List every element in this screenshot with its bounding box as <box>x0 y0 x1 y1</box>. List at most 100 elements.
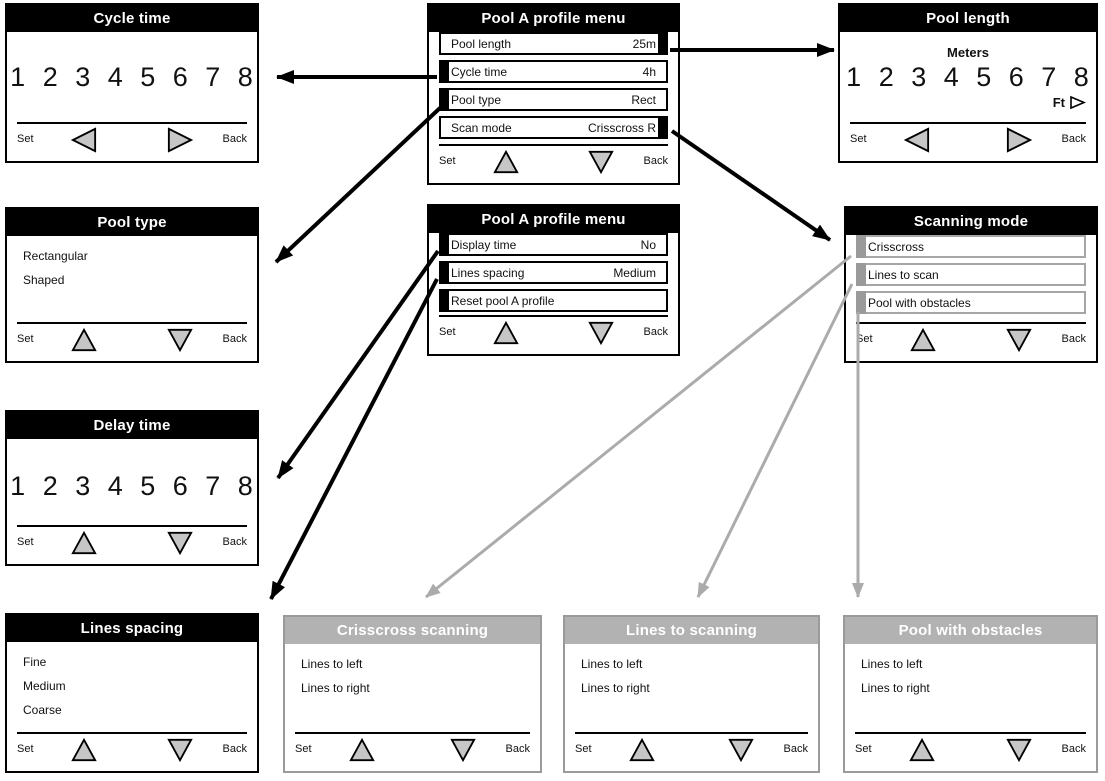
right-triangle-button[interactable] <box>165 127 195 153</box>
arrow-to-delay-time <box>276 249 440 480</box>
pool-type-screen: Pool type Rectangular Shaped Set Back <box>5 207 259 363</box>
up-triangle-button[interactable] <box>69 327 99 353</box>
profile-menu-page2-screen: Pool A profile menu Display time No Line… <box>427 204 680 356</box>
option-lines-to-left[interactable]: Lines to left <box>581 657 643 671</box>
pool-length-screen: Pool length Meters 1 2 3 4 5 6 7 8 Ft Se… <box>838 3 1098 163</box>
footer-bar: Set Back <box>17 525 247 557</box>
menu-item-pool-length[interactable]: Pool length 25m <box>439 32 668 55</box>
crisscross-scanning-screen: Crisscross scanning Lines to left Lines … <box>283 615 542 773</box>
panel-title: Pool length <box>926 10 1010 27</box>
down-triangle-button[interactable] <box>165 737 195 763</box>
back-button[interactable]: Back <box>1061 133 1086 145</box>
up-triangle-button[interactable] <box>347 737 377 763</box>
connector-tab <box>856 291 866 314</box>
lines-to-scanning-screen: Lines to scanning Lines to left Lines to… <box>563 615 820 773</box>
panel-title-bar: Pool with obstacles <box>845 617 1096 644</box>
set-button[interactable]: Set <box>295 743 312 755</box>
back-button[interactable]: Back <box>222 333 247 345</box>
menu-item-value: No <box>640 237 656 252</box>
set-button[interactable]: Set <box>17 743 34 755</box>
menu-item-crisscross[interactable]: Crisscross <box>856 235 1086 258</box>
set-button[interactable]: Set <box>855 743 872 755</box>
set-button[interactable]: Set <box>575 743 592 755</box>
panel-title: Pool type <box>97 214 167 231</box>
set-button[interactable]: Set <box>439 326 456 338</box>
option-lines-to-right[interactable]: Lines to right <box>581 681 650 695</box>
menu-item-lines-to-scan[interactable]: Lines to scan <box>856 263 1086 286</box>
back-button[interactable]: Back <box>1061 743 1086 755</box>
connector-tab <box>439 233 449 256</box>
up-triangle-button[interactable] <box>491 149 521 175</box>
delay-time-digit-scale[interactable]: 1 2 3 4 5 6 7 8 <box>10 471 254 501</box>
cycle-time-digit-scale[interactable]: 1 2 3 4 5 6 7 8 <box>10 62 254 92</box>
left-triangle-button[interactable] <box>69 127 99 153</box>
panel-title: Pool A profile menu <box>481 10 626 27</box>
panel-title: Cycle time <box>93 10 171 27</box>
menu-item-pool-type[interactable]: Pool type Rect <box>439 88 668 111</box>
up-triangle-button[interactable] <box>907 737 937 763</box>
footer-divider <box>17 122 247 124</box>
option-lines-to-left[interactable]: Lines to left <box>861 657 923 671</box>
back-button[interactable]: Back <box>783 743 808 755</box>
menu-item-pool-with-obstacles[interactable]: Pool with obstacles <box>856 291 1086 314</box>
down-triangle-button[interactable] <box>586 320 616 346</box>
set-button[interactable]: Set <box>17 133 34 145</box>
option-lines-to-left[interactable]: Lines to left <box>301 657 363 671</box>
connector-tab <box>658 116 668 139</box>
menu-item-display-time[interactable]: Display time No <box>439 233 668 256</box>
down-triangle-button[interactable] <box>165 327 195 353</box>
option-coarse[interactable]: Coarse <box>23 703 62 717</box>
down-triangle-button[interactable] <box>1004 737 1034 763</box>
connector-tab <box>439 261 449 284</box>
feet-toggle-arrow-icon[interactable] <box>1069 95 1086 110</box>
set-button[interactable]: Set <box>439 155 456 167</box>
up-triangle-button[interactable] <box>627 737 657 763</box>
menu-item-lines-spacing[interactable]: Lines spacing Medium <box>439 261 668 284</box>
back-button[interactable]: Back <box>222 536 247 548</box>
connector-tab <box>439 88 449 111</box>
up-triangle-button[interactable] <box>491 320 521 346</box>
menu-item-value: Medium <box>613 265 656 280</box>
panel-title-bar: Lines to scanning <box>565 617 818 644</box>
up-triangle-button[interactable] <box>69 737 99 763</box>
menu-item-cycle-time[interactable]: Cycle time 4h <box>439 60 668 83</box>
back-button[interactable]: Back <box>505 743 530 755</box>
menu-item-label: Cycle time <box>451 64 508 79</box>
panel-title-bar: Lines spacing <box>7 615 257 642</box>
option-medium[interactable]: Medium <box>23 679 66 693</box>
option-shaped[interactable]: Shaped <box>23 273 65 287</box>
back-button[interactable]: Back <box>643 326 668 338</box>
down-triangle-button[interactable] <box>165 530 195 556</box>
option-lines-to-right[interactable]: Lines to right <box>861 681 930 695</box>
down-triangle-button[interactable] <box>1004 327 1034 353</box>
panel-title: Lines to scanning <box>626 622 757 639</box>
down-triangle-button[interactable] <box>586 149 616 175</box>
footer-bar: Set Back <box>17 122 247 154</box>
option-rectangular[interactable]: Rectangular <box>23 249 88 263</box>
option-fine[interactable]: Fine <box>23 655 47 669</box>
down-triangle-button[interactable] <box>448 737 478 763</box>
back-button[interactable]: Back <box>643 155 668 167</box>
up-triangle-button[interactable] <box>908 327 938 353</box>
menu-item-value: 4h <box>642 64 656 79</box>
footer-bar: Set Back <box>295 732 530 764</box>
menu-item-reset-profile[interactable]: Reset pool A profile <box>439 289 668 312</box>
right-triangle-button[interactable] <box>1004 127 1034 153</box>
down-triangle-button[interactable] <box>726 737 756 763</box>
panel-title: Delay time <box>93 417 171 434</box>
set-button[interactable]: Set <box>17 333 34 345</box>
back-button[interactable]: Back <box>222 133 247 145</box>
lines-spacing-screen: Lines spacing Fine Medium Coarse Set Bac… <box>5 613 259 773</box>
option-lines-to-right[interactable]: Lines to right <box>301 681 370 695</box>
back-button[interactable]: Back <box>222 743 247 755</box>
set-button[interactable]: Set <box>17 536 34 548</box>
set-button[interactable]: Set <box>850 133 867 145</box>
footer-bar: Set Back <box>17 322 247 354</box>
back-button[interactable]: Back <box>1061 333 1086 345</box>
menu-item-scan-mode[interactable]: Scan mode Crisscross R <box>439 116 668 139</box>
set-button[interactable]: Set <box>856 333 873 345</box>
left-triangle-button[interactable] <box>902 127 932 153</box>
pool-length-digit-scale[interactable]: 1 2 3 4 5 6 7 8 <box>846 62 1090 92</box>
up-triangle-button[interactable] <box>69 530 99 556</box>
